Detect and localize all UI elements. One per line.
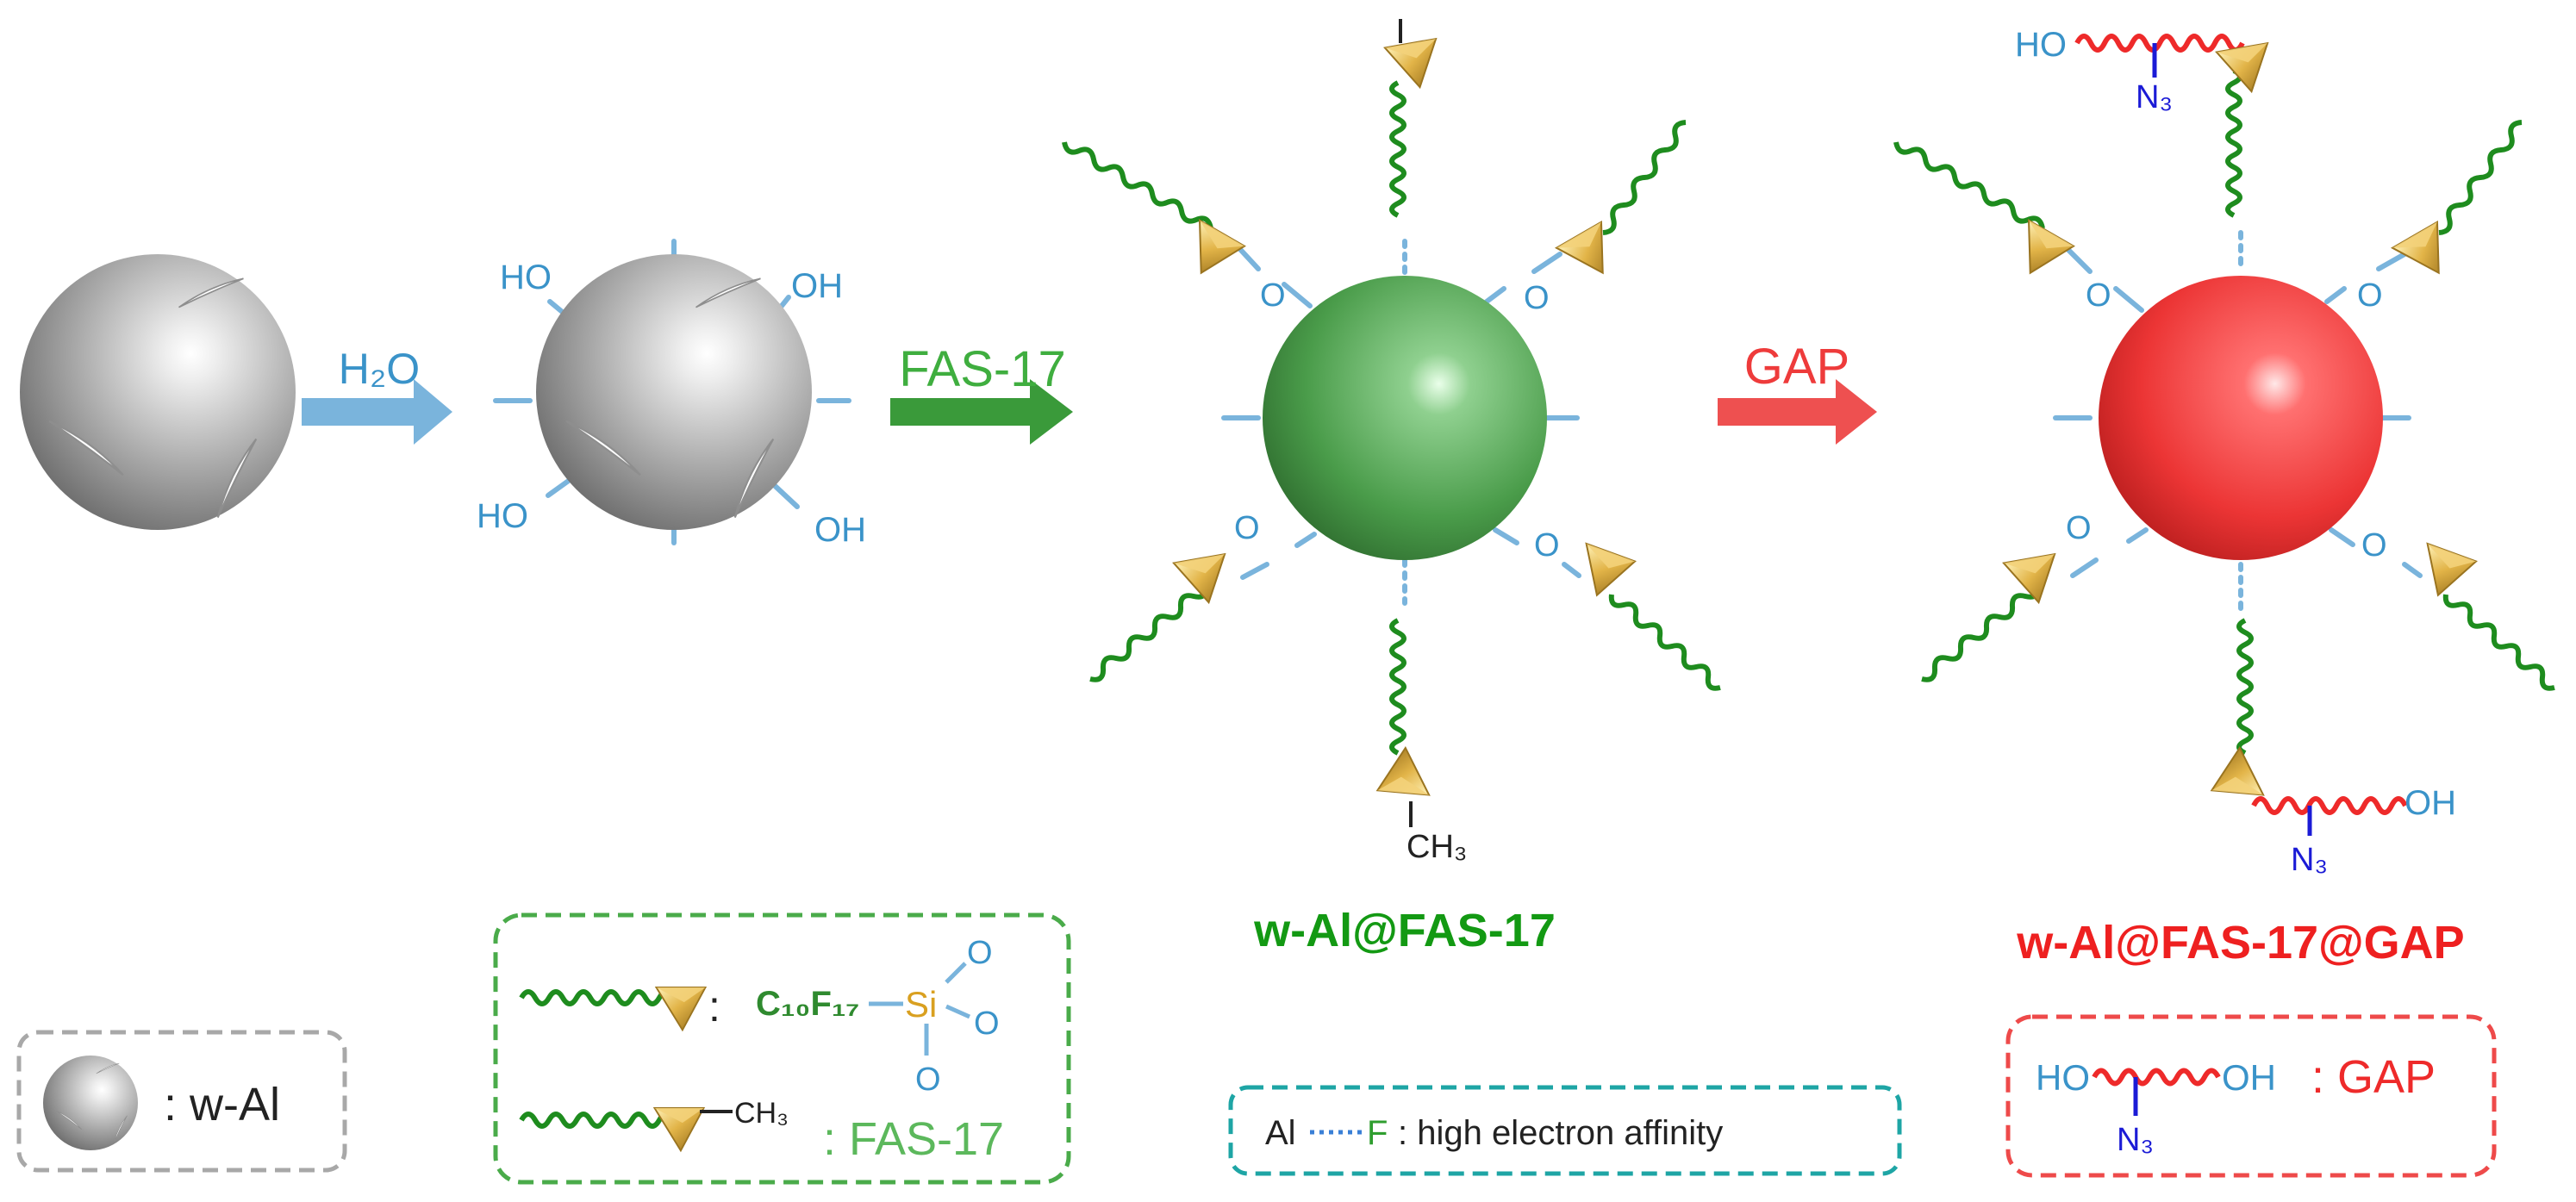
green-sphere-icon — [1263, 276, 1547, 560]
grey-sphere-icon — [536, 254, 812, 530]
methyl-label: CH₃ — [1407, 829, 1467, 865]
fluorine-label: F — [1367, 1114, 1388, 1152]
wavy-chain-icon — [1893, 68, 2555, 756]
gap-end-hydroxyl: HO — [2036, 1057, 2090, 1098]
silicon-label: Si — [905, 984, 937, 1025]
gap-end-hydroxyl: OH — [2404, 784, 2456, 822]
oxygen-label: O — [2361, 527, 2387, 564]
legend-fas17-label: : FAS-17 — [823, 1113, 1004, 1165]
wavy-gap-chain-icon — [2074, 34, 2408, 815]
oxygen-label: O — [1534, 527, 1560, 564]
legend-fas17: : C₁₀F₁₇ Si O O O CH₃ : FAS-17 — [493, 912, 1071, 1185]
arrow-gap-label: GAP — [1744, 339, 1850, 395]
hydroxyl-label: HO — [500, 258, 552, 296]
hydroxyl-label: HO — [477, 497, 528, 535]
oxygen-label: O — [1260, 277, 1286, 314]
fas17-coated-particle: O O O O CH₃ w-Al@FAS-17 — [1062, 19, 1721, 956]
triangle-anchor-icon — [655, 987, 707, 1031]
triangle-anchor-icon — [653, 1107, 705, 1152]
arrow-h2o: H₂O — [302, 345, 452, 445]
azide-label: N₃ — [2291, 842, 2328, 878]
wavy-chain-icon — [519, 1112, 676, 1129]
legend-w-al: : w-Al — [16, 1030, 347, 1173]
w-al-particle — [20, 254, 296, 530]
legend-colon: : — [708, 982, 720, 1031]
gap-end-hydroxyl: HO — [2015, 26, 2067, 64]
oxygen-label: O — [2066, 510, 2092, 546]
wavy-chain-icon — [1062, 80, 1721, 756]
oxygen-label: O — [915, 1062, 941, 1098]
legend-gap: HO N₃ OH : GAP — [2005, 1014, 2497, 1178]
oxygen-label: O — [2086, 277, 2111, 314]
legend-electron-affinity: Al F : high electron affinity — [1228, 1085, 1902, 1176]
arrow-h2o-label: H₂O — [339, 345, 420, 393]
aluminum-label: Al — [1265, 1114, 1296, 1152]
methyl-label: CH₃ — [734, 1097, 789, 1130]
affinity-label: : high electron affinity — [1398, 1114, 1723, 1152]
legend-w-al-label: : w-Al — [164, 1079, 280, 1130]
particle4-name: w-Al@FAS-17@GAP — [2016, 917, 2464, 968]
azide-label: N₃ — [2136, 79, 2173, 115]
legend-gap-label: : GAP — [2311, 1051, 2436, 1103]
oxygen-label: O — [967, 935, 993, 971]
arrow-gap: GAP — [1718, 339, 1877, 445]
wavy-gap-chain-icon — [2092, 1068, 2221, 1087]
silane-formula: C₁₀F₁₇ — [756, 985, 859, 1023]
azide-label: N₃ — [2117, 1122, 2154, 1158]
gap-end-hydroxyl: OH — [2222, 1057, 2276, 1098]
oxygen-label: O — [1234, 510, 1260, 546]
hydroxylated-particle: HO OH HO OH — [477, 239, 866, 549]
red-sphere-icon — [2099, 276, 2383, 560]
hydroxyl-label: OH — [791, 267, 843, 305]
wavy-chain-icon — [519, 989, 676, 1006]
oxygen-label: O — [2357, 277, 2383, 314]
hydroxyl-label: OH — [814, 511, 866, 549]
arrow-fas17-label: FAS-17 — [899, 341, 1065, 397]
gap-coated-particle: O O O O HO N₃ — [1893, 26, 2555, 968]
oxygen-label: O — [974, 1006, 1000, 1042]
grey-sphere-icon — [20, 254, 296, 530]
arrow-fas17: FAS-17 — [890, 341, 1073, 445]
grey-sphere-icon — [43, 1056, 138, 1150]
particle3-name: w-Al@FAS-17 — [1253, 905, 1556, 956]
oxygen-label: O — [1524, 280, 1550, 316]
